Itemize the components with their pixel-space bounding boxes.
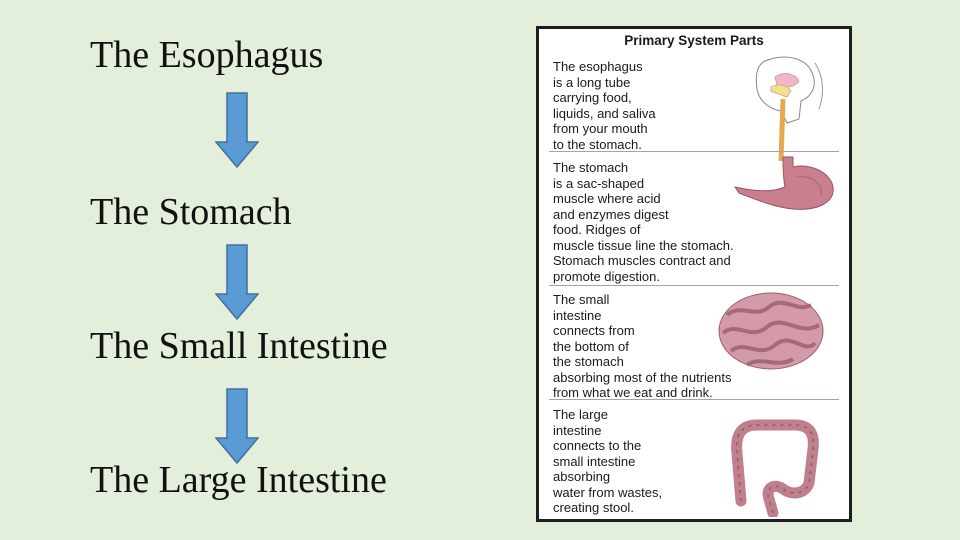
step-large-intestine: The Large Intestine [90,459,387,501]
panel-title: Primary System Parts [624,33,764,48]
large-intestine-illustration [731,419,819,517]
down-arrow-icon [215,244,259,320]
step-stomach: The Stomach [90,191,292,233]
step-esophagus: The Esophagus [90,34,324,76]
large-intestine-description: The large intestine connects to the smal… [553,407,663,515]
esophagus-description: The esophagus is a long tube carrying fo… [553,59,656,152]
primary-system-parts-panel: Primary System Parts The esophagus is a … [536,26,852,522]
small-intestine-description: The small intestine connects from the bo… [553,292,732,400]
section-divider [549,399,839,400]
small-intestine-illustration [718,292,824,370]
down-arrow-icon [215,92,259,168]
esophagus-illustration [755,56,823,161]
step-small-intestine: The Small Intestine [90,325,388,367]
stomach-illustration [733,156,834,210]
stomach-description: The stomach is a sac-shaped muscle where… [553,160,734,284]
section-divider [549,285,839,286]
down-arrow-icon [215,388,259,464]
section-divider [549,151,839,152]
